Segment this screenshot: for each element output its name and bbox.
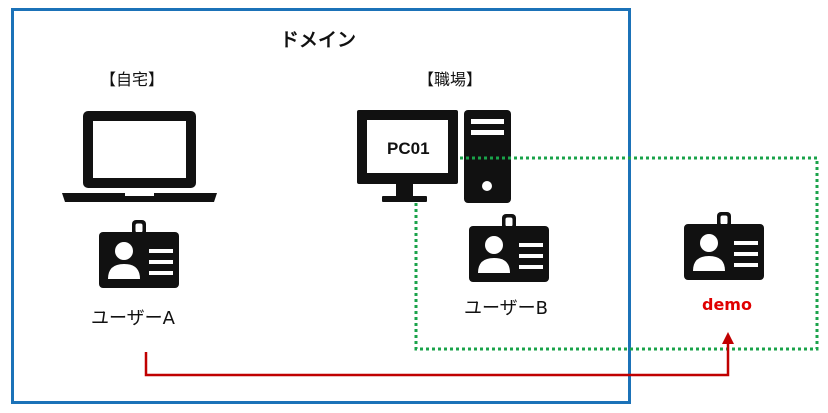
location-home-label: 【自宅】	[100, 70, 165, 89]
red-arrow	[144, 332, 734, 377]
dotted-group-boundary	[414, 156, 819, 351]
user-b-badge-icon	[469, 214, 549, 282]
user-a-badge-icon	[99, 220, 179, 288]
location-work-label: 【職場】	[418, 70, 483, 89]
user-a-label: ユーザーA	[91, 308, 175, 329]
pc-name-label: PC01	[387, 139, 430, 158]
demo-user-label: demo	[702, 295, 752, 314]
domain-title: ドメイン	[280, 29, 357, 51]
desktop-pc-icon	[357, 110, 511, 203]
domain-boundary	[11, 8, 631, 404]
laptop-icon	[62, 111, 217, 202]
demo-badge-icon	[684, 212, 764, 280]
user-b-label: ユーザーB	[464, 298, 548, 319]
